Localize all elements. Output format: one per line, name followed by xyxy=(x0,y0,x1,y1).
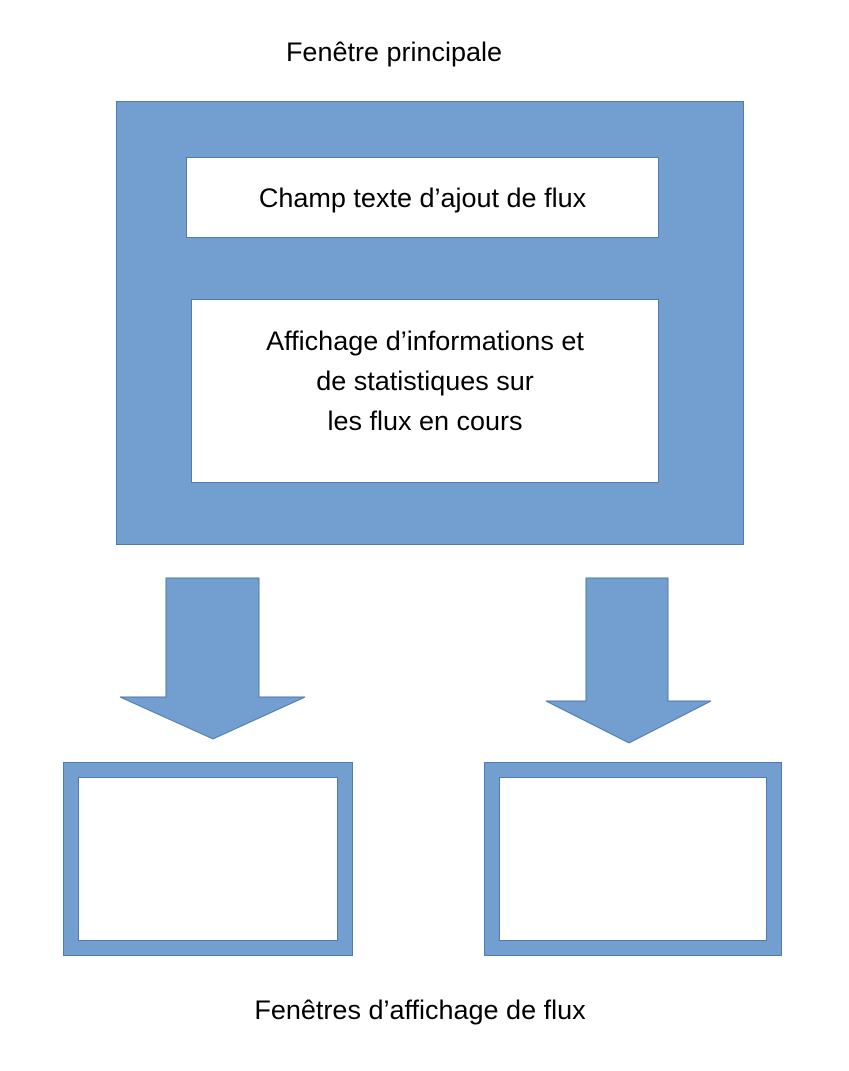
flow-display-window-1-pane xyxy=(78,777,338,941)
add-flow-text-field-box: Champ texte d’ajout de flux xyxy=(186,157,659,238)
down-arrow-left-shape xyxy=(119,577,306,740)
down-arrow-right-shape xyxy=(545,577,712,744)
flow-display-window-2-pane xyxy=(499,777,767,941)
flow-display-window-1 xyxy=(63,762,353,956)
down-arrow-right xyxy=(545,577,712,744)
main-window-label: Fenêtre principale xyxy=(285,37,503,67)
flow-windows-label: Fenêtres d’affichage de flux xyxy=(254,995,586,1025)
down-arrow-left xyxy=(119,577,306,740)
flow-info-statistics-box: Affichage d’informations et de statistiq… xyxy=(191,299,659,483)
flow-display-window-2 xyxy=(484,762,782,956)
